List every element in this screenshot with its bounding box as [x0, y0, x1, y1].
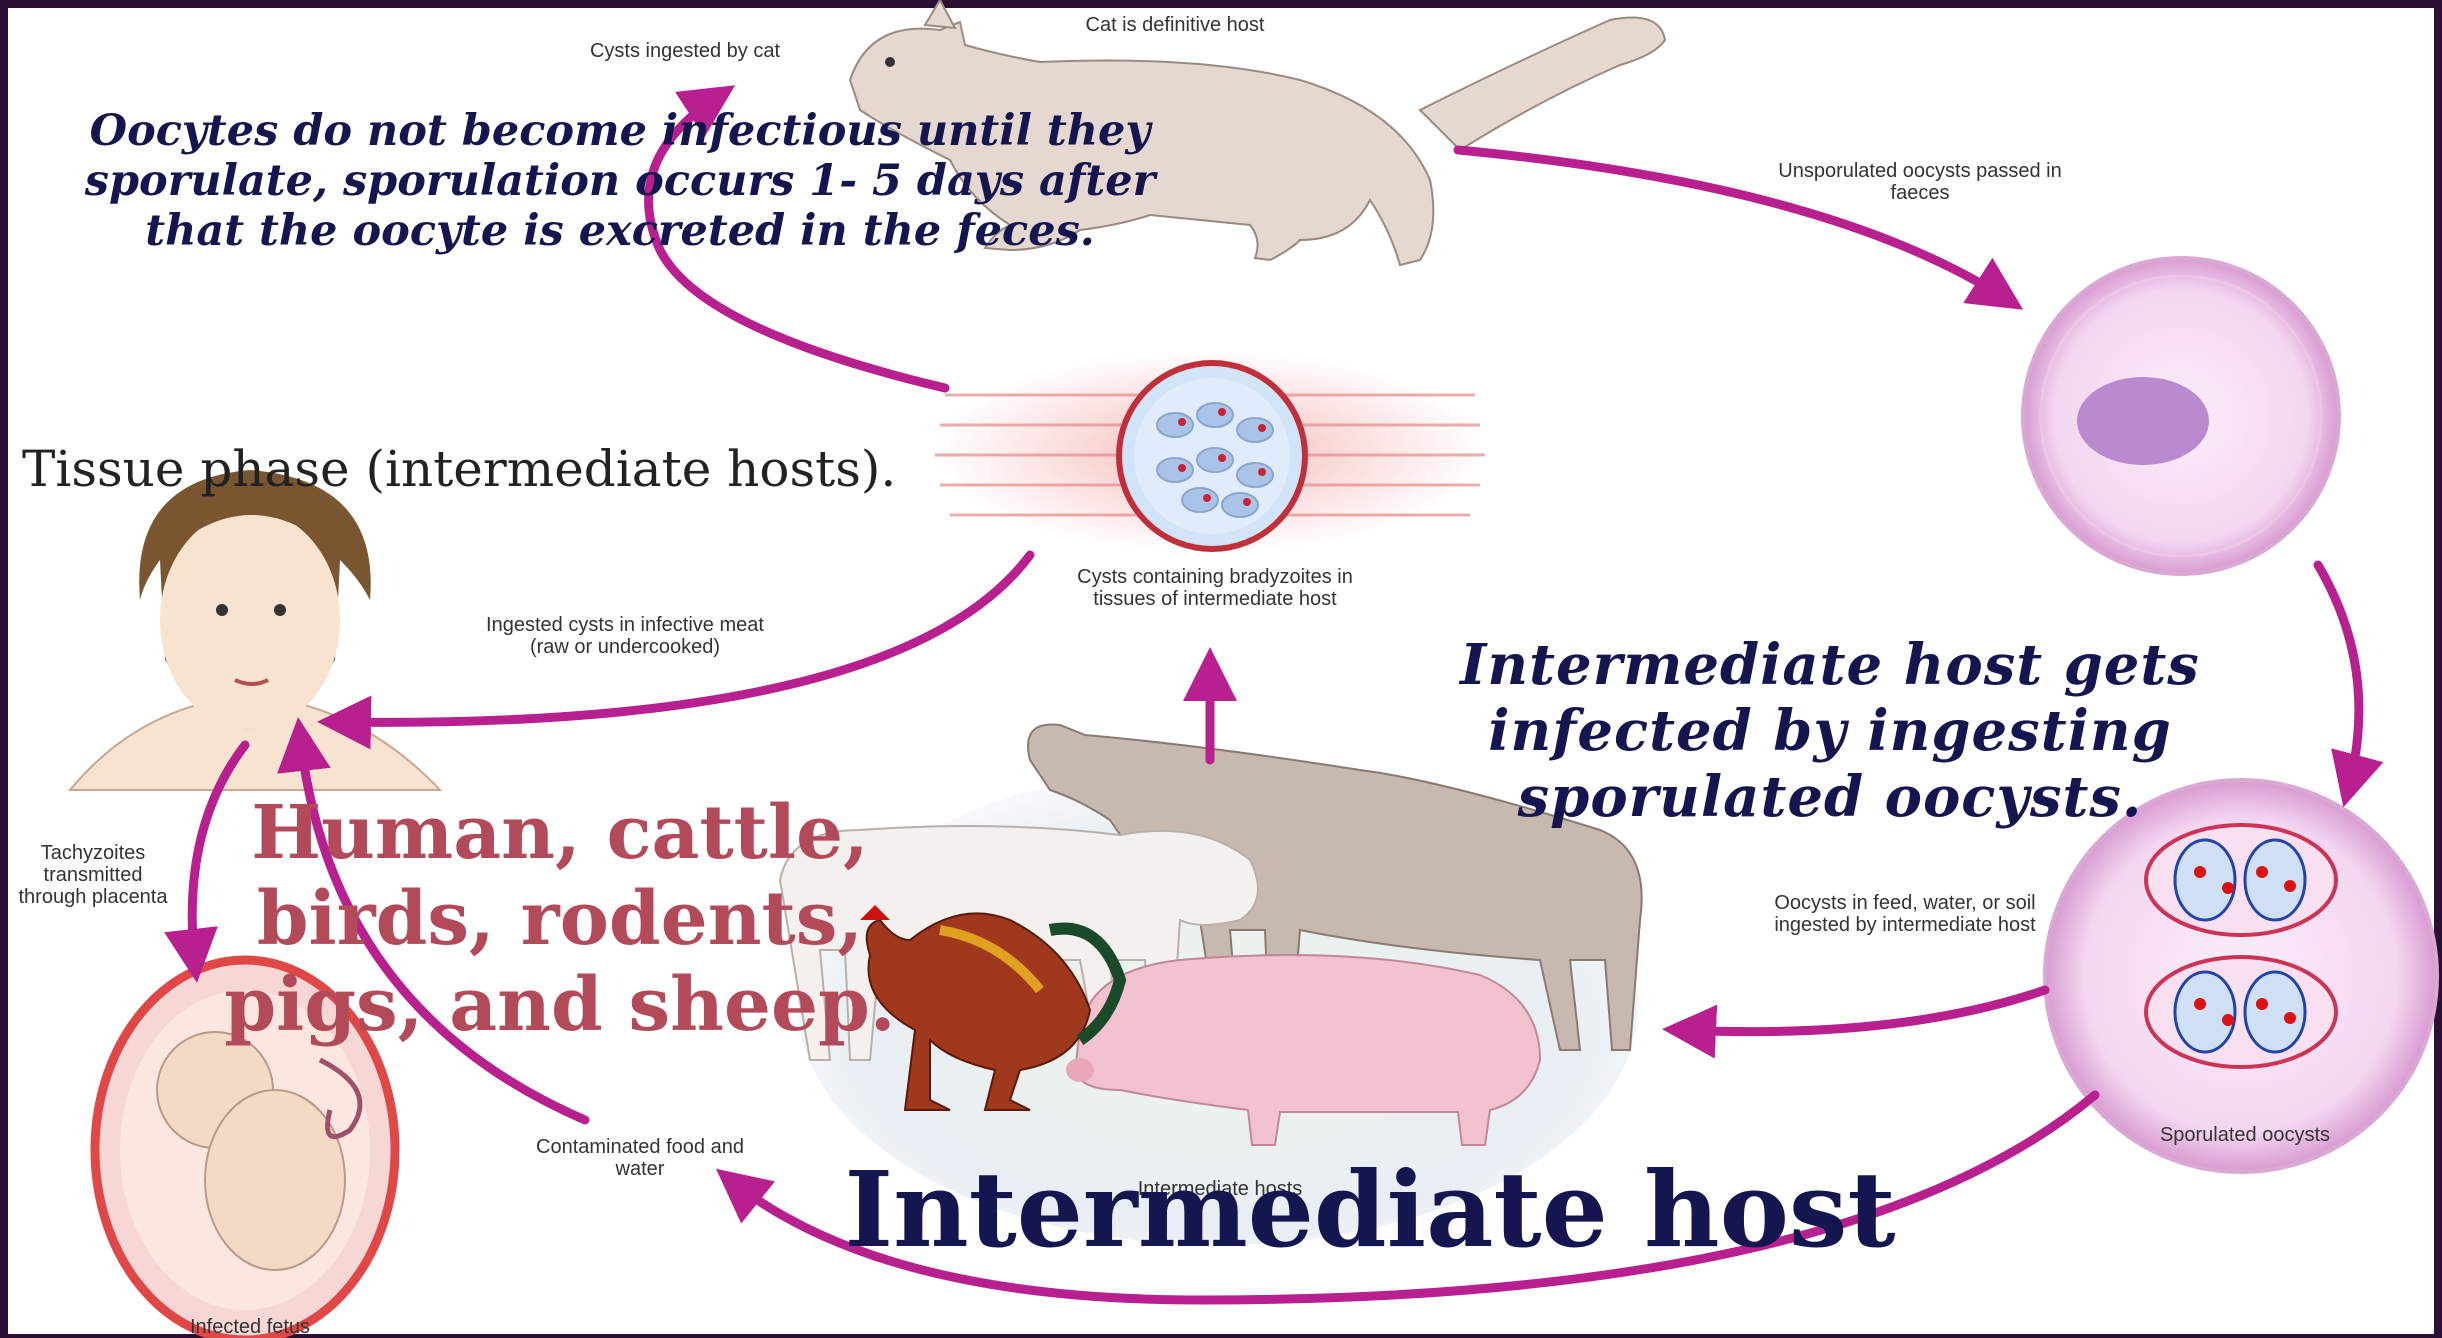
note-tissue-phase: Tissue phase (intermediate hosts).	[22, 440, 896, 498]
label-infected-fetus: Infected fetus	[150, 1316, 350, 1338]
label-sporulated: Sporulated oocysts	[2100, 1124, 2390, 1146]
label-cysts-bradyzoites: Cysts containing bradyzoites in tissues …	[1055, 566, 1375, 610]
note-hosts-list: Human, cattle, birds, rodents, pigs, and…	[190, 790, 930, 1048]
label-tachyzoites: Tachyzoites transmitted through placenta	[8, 842, 178, 908]
label-cat-host: Cat is definitive host	[1005, 14, 1345, 36]
tissue-cyst-illustration	[935, 350, 1485, 554]
sporulated-oocyst-cell	[2045, 780, 2437, 1172]
unsporulated-oocyst-cell	[2023, 258, 2339, 574]
label-contaminated: Contaminated food and water	[520, 1136, 760, 1180]
label-cysts-ingested: Cysts ingested by cat	[570, 40, 800, 62]
note-intermediate-gets: Intermediate host gets infected by inges…	[1380, 632, 2280, 830]
note-oocytes: Oocytes do not become infectious until t…	[40, 106, 1200, 256]
note-intermediate-host: Intermediate host	[760, 1150, 1980, 1270]
label-oocysts-feed: Oocysts in feed, water, or soil ingested…	[1755, 892, 2055, 936]
label-unsporulated: Unsporulated oocysts passed in faeces	[1755, 160, 2085, 204]
label-ingested-cysts: Ingested cysts in infective meat (raw or…	[475, 614, 775, 658]
